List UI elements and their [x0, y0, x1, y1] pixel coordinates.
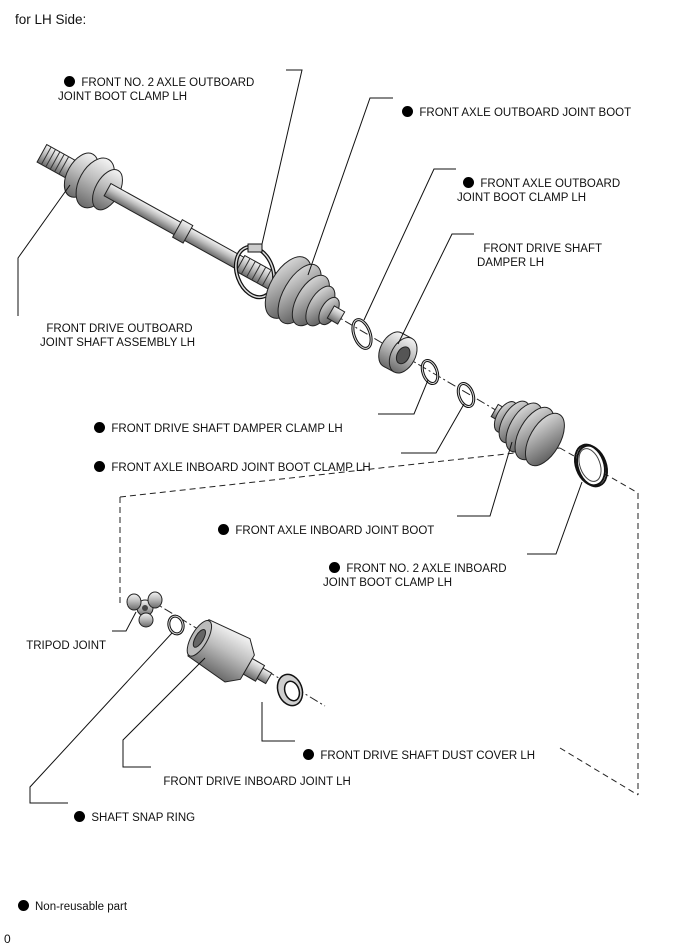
label-text: FRONT NO. 2 AXLE INBOARD JOINT BOOT CLAM… [323, 563, 507, 589]
non-reusable-dot-icon [303, 749, 315, 760]
label-text: FRONT DRIVE SHAFT DAMPER LH [477, 243, 603, 269]
drive-shaft-damper [378, 331, 418, 374]
shaft-snap-ring [167, 614, 185, 636]
label-inboard-boot-clamp-no2: FRONT NO. 2 AXLE INBOARD JOINT BOOT CLAM… [323, 548, 507, 590]
outboard-boot-clamp [351, 318, 373, 350]
side-title: for LH Side: [15, 12, 87, 27]
dashed-assembly-outline [119, 447, 639, 796]
label-outboard-joint-shaft-assembly: FRONT DRIVE OUTBOARD JOINT SHAFT ASSEMBL… [40, 308, 195, 350]
label-inboard-boot: FRONT AXLE INBOARD JOINT BOOT [212, 510, 434, 538]
label-text: FRONT NO. 2 AXLE OUTBOARD JOINT BOOT CLA… [58, 77, 255, 103]
label-outboard-boot: FRONT AXLE OUTBOARD JOINT BOOT [396, 92, 631, 120]
drive-shaft-dust-cover [276, 673, 304, 707]
label-inboard-boot-clamp: FRONT AXLE INBOARD JOINT BOOT CLAMP LH [88, 447, 371, 475]
label-text: FRONT AXLE OUTBOARD JOINT BOOT CLAMP LH [457, 178, 621, 204]
label-damper-clamp: FRONT DRIVE SHAFT DAMPER CLAMP LH [88, 408, 343, 436]
damper-clamp [420, 358, 440, 386]
label-tripod-joint: TRIPOD JOINT [20, 625, 106, 653]
tripod-joint [126, 591, 163, 628]
inboard-boot-clamp [456, 381, 476, 409]
non-reusable-dot-icon [218, 524, 230, 535]
non-reusable-dot-icon [18, 900, 29, 911]
page-number: 0 [4, 932, 11, 946]
non-reusable-dot-icon [64, 76, 76, 87]
outboard-boot-clamp-no2 [233, 243, 277, 300]
outboard-joint-shaft-assembly [36, 143, 279, 291]
label-text: FRONT AXLE OUTBOARD JOINT BOOT [419, 107, 632, 119]
non-reusable-dot-icon [402, 106, 414, 117]
non-reusable-dot-icon [74, 811, 86, 822]
non-reusable-dot-icon [329, 562, 341, 573]
label-drive-shaft-damper: FRONT DRIVE SHAFT DAMPER LH [477, 228, 602, 270]
label-inboard-joint: FRONT DRIVE INBOARD JOINT LH [157, 761, 351, 789]
label-shaft-snap-ring: SHAFT SNAP RING [68, 797, 195, 825]
outboard-joint-boot [264, 256, 346, 327]
non-reusable-dot-icon [94, 422, 106, 433]
leader-lines [17, 69, 583, 804]
legend-text: Non-reusable part [35, 901, 128, 913]
inboard-joint [186, 619, 273, 685]
label-text: FRONT AXLE INBOARD JOINT BOOT CLAMP LH [111, 462, 371, 474]
label-text: SHAFT SNAP RING [91, 812, 196, 824]
label-text: FRONT DRIVE INBOARD JOINT LH [163, 776, 351, 788]
label-text: FRONT DRIVE SHAFT DUST COVER LH [320, 750, 536, 762]
inboard-boot-clamp-no2 [574, 443, 608, 488]
legend-non-reusable: Non-reusable part [18, 900, 127, 913]
label-text: FRONT DRIVE OUTBOARD JOINT SHAFT ASSEMBL… [40, 323, 196, 349]
non-reusable-dot-icon [463, 177, 475, 188]
label-outboard-boot-clamp: FRONT AXLE OUTBOARD JOINT BOOT CLAMP LH [457, 163, 620, 205]
non-reusable-dot-icon [94, 461, 106, 472]
inboard-joint-boot [490, 400, 565, 467]
label-outboard-boot-clamp-no2: FRONT NO. 2 AXLE OUTBOARD JOINT BOOT CLA… [58, 62, 254, 104]
label-text: FRONT AXLE INBOARD JOINT BOOT [235, 525, 435, 537]
label-text: TRIPOD JOINT [26, 640, 107, 652]
label-dust-cover: FRONT DRIVE SHAFT DUST COVER LH [297, 735, 535, 763]
label-text: FRONT DRIVE SHAFT DAMPER CLAMP LH [111, 423, 343, 435]
